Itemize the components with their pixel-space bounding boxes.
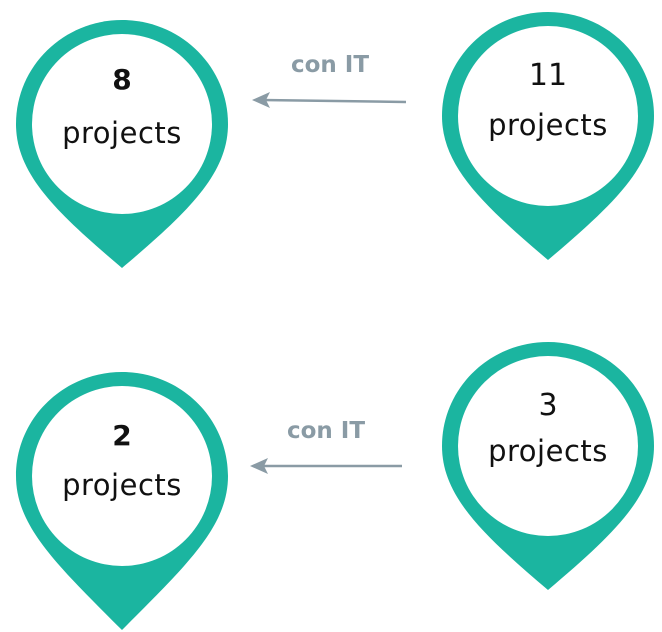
map-pin-icon [16,20,228,268]
project-unit-label: projects [62,116,182,150]
project-count: 11 [528,58,568,93]
pin-marker-row2-right: 3 projects [434,334,662,592]
connector-label-row1: con IT [290,52,370,78]
map-pin-icon [16,372,228,630]
arrow-left-icon [250,458,402,474]
project-unit-label: projects [62,468,182,502]
map-pin-icon [442,12,654,260]
project-unit-label: projects [488,108,608,142]
project-count: 3 [538,388,558,423]
map-pin-icon [442,342,654,590]
connector-label-row2: con IT [286,418,366,444]
pin-marker-row2-left: 2 projects [8,364,236,632]
project-count: 2 [112,419,132,452]
pin-marker-row1-right: 11 projects [434,4,662,262]
project-count: 8 [112,63,132,96]
arrow-left-icon [252,92,407,108]
project-unit-label: projects [488,434,608,468]
pin-marker-row1-left: 8 projects [8,12,236,270]
